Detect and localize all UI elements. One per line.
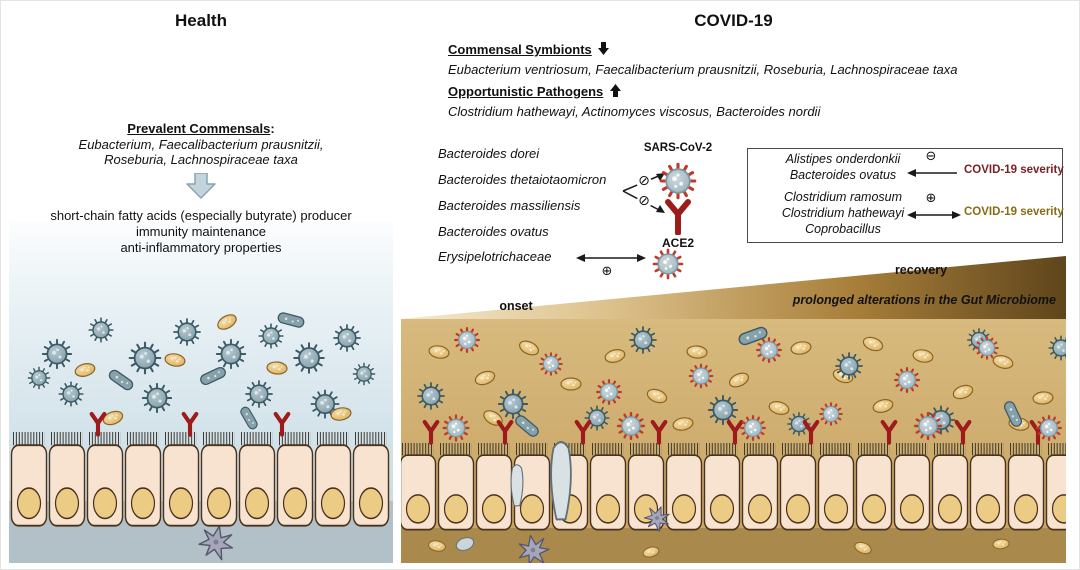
- opportunistic-pathogens-taxa: Clostridium hathewayi, Actinomyces visco…: [448, 104, 821, 119]
- negative-association-icon: ⊖: [925, 149, 937, 164]
- sars-cov-2-label: SARS-CoV-2: [643, 142, 713, 154]
- inhibition-icon: ⊘: [638, 193, 650, 209]
- prevalent-commensals-heading: Prevalent Commensals: [127, 121, 271, 136]
- inhibition-icon: ⊘: [638, 173, 650, 189]
- health-function-line: immunity maintenance: [135, 224, 267, 239]
- health-taxa-line: Eubacterium, Faecalibacterium prausnitzi…: [78, 136, 324, 152]
- positive-association-icon: ⊕: [601, 264, 613, 279]
- strip-microbes: [427, 536, 1010, 560]
- risk-taxon: Clostridium hathewayi: [781, 206, 905, 220]
- scfa-down-arrow-icon: [186, 173, 216, 199]
- protective-arrow-icon: [907, 169, 957, 177]
- severity-box: [747, 148, 1063, 243]
- commensal-symbionts-taxa: Eubacterium ventriosum, Faecalibacterium…: [448, 62, 958, 77]
- health-functions-block: short-chain fatty acids (especially buty…: [9, 208, 393, 256]
- commensal-symbionts-row: Commensal Symbionts: [448, 42, 610, 57]
- heading-colon: :: [270, 121, 275, 136]
- ace2-label: ACE2: [661, 236, 694, 250]
- lamina-propria-strip: [401, 528, 1066, 563]
- timeline-wedge: [401, 256, 1066, 319]
- onset-label: onset: [499, 299, 533, 313]
- health-function-line: anti-inflammatory properties: [120, 240, 282, 255]
- opportunistic-pathogens-row: Opportunistic Pathogens: [448, 84, 621, 99]
- risk-taxon: Coprobacillus: [805, 222, 881, 236]
- protective-taxon: Bacteroides ovatus: [789, 168, 897, 182]
- risk-arrow-icon: [907, 211, 961, 219]
- decrease-arrow-icon: [598, 42, 610, 55]
- ace2-receptor-icon: [665, 199, 691, 235]
- positive-association-icon: ⊕: [925, 191, 937, 206]
- health-gut-illustration: [9, 311, 393, 563]
- ace2-bacteria-item: Bacteroides massiliensis: [438, 198, 581, 213]
- bacteria-icons: [27, 311, 376, 431]
- recovery-label: recovery: [894, 263, 948, 277]
- protective-taxon: Alistipes onderdonkii: [785, 152, 901, 166]
- health-taxa-line: Roseburia, Lachnospiraceae taxa: [104, 152, 298, 167]
- prevalent-commensals-block: Prevalent Commensals: Eubacterium, Faeca…: [9, 121, 393, 168]
- commensal-symbionts-heading: Commensal Symbionts: [448, 42, 592, 57]
- covid-panel-title: COVID-19: [694, 11, 773, 30]
- timeline-caption: prolonged alterations in the Gut Microbi…: [792, 293, 1056, 307]
- epithelial-cells: [401, 449, 1066, 530]
- bidirectional-arrow-icon: [576, 254, 646, 262]
- ace2-bacteria-item: Bacteroides dorei: [438, 146, 540, 161]
- risk-taxon: Clostridium ramosum: [783, 190, 903, 204]
- scfa-arrow-wrap: [9, 173, 393, 202]
- opportunistic-pathogens-heading: Opportunistic Pathogens: [448, 84, 604, 99]
- covid-gut-illustration: [401, 256, 1066, 563]
- health-function-line: short-chain fatty acids (especially buty…: [50, 208, 352, 223]
- erysipelotrichaceae-label: Erysipelotrichaceae: [438, 249, 552, 264]
- increase-arrow-icon: [609, 84, 621, 97]
- health-panel-title: Health: [175, 11, 227, 30]
- ace2-bacteria-item: Bacteroides thetaiotaomicron: [438, 172, 607, 187]
- covid-severity-positive-label: COVID-19 severity: [964, 206, 1064, 218]
- inhibition-connector: [622, 173, 665, 213]
- covid-severity-negative-label: COVID-19 severity: [964, 164, 1064, 176]
- ace2-bacteria-item: Bacteroides ovatus: [438, 224, 549, 239]
- sars-cov-2-virus-icon: [659, 162, 697, 200]
